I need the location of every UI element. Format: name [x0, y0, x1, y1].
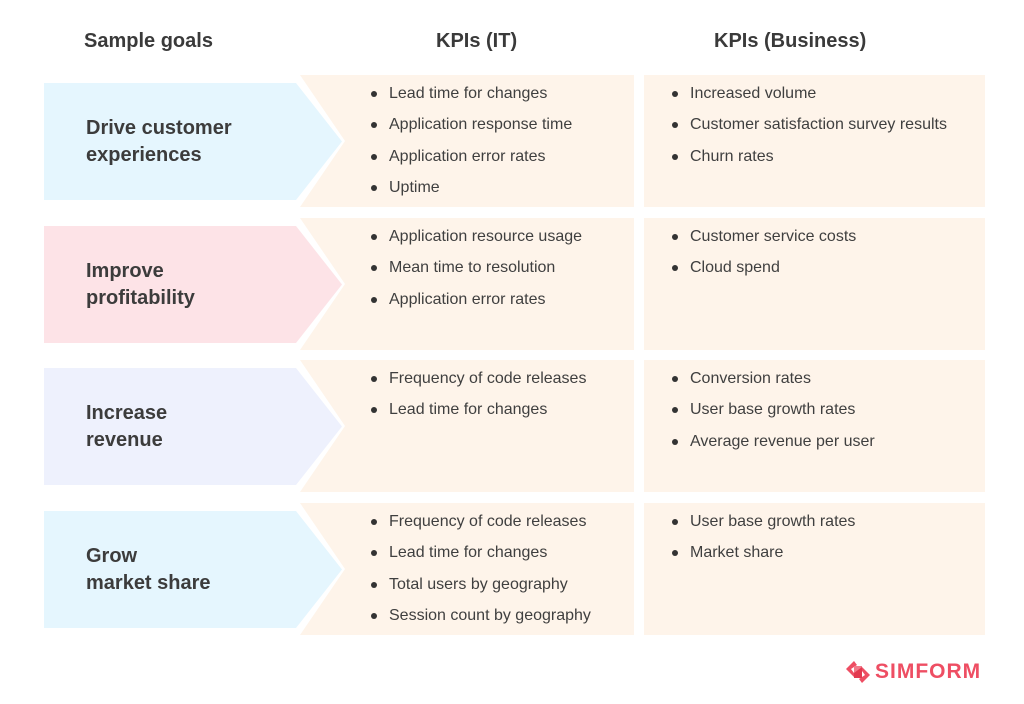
goal-label-line1: Drive customer	[86, 116, 232, 139]
goal-label-line1: Increase	[86, 401, 168, 424]
simform-logo-text: SIMFORM	[875, 660, 982, 683]
simform-logo-icon	[846, 661, 870, 683]
kpi-it-item: Application error rates	[371, 147, 572, 178]
kpi-it-item: Application resource usage	[371, 227, 582, 258]
goal-label-line2: profitability	[86, 286, 195, 309]
kpi-it-item: Lead time for changes	[371, 84, 572, 115]
goal-chevron: Increase revenue	[44, 368, 344, 485]
column-header-kpis-it: KPIs (IT)	[436, 30, 518, 52]
kpi-it-background	[300, 218, 634, 350]
kpi-business-item: Market share	[672, 543, 855, 574]
kpi-it-item: Application response time	[371, 115, 572, 146]
goal-label: Increase revenue	[86, 368, 167, 485]
kpi-it-background	[300, 360, 634, 492]
chevron-shape	[44, 368, 342, 485]
kpi-business-item: Cloud spend	[672, 258, 856, 289]
kpi-it-item: Frequency of code releases	[371, 369, 586, 400]
goal-label: Grow market share	[86, 511, 211, 628]
chevron-shape	[44, 83, 342, 200]
kpi-it-background	[300, 75, 634, 207]
goal-label-line2: market share	[86, 571, 211, 594]
kpi-business-item: User base growth rates	[672, 400, 875, 431]
kpi-business-item: Conversion rates	[672, 369, 875, 400]
kpi-business-item: Customer satisfaction survey results	[672, 115, 947, 146]
kpi-it-item: Mean time to resolution	[371, 258, 582, 289]
goal-chevron: Improve profitability	[44, 226, 344, 343]
column-header-sample-goals: Sample goals	[84, 30, 213, 52]
kpi-business-item: User base growth rates	[672, 512, 855, 543]
kpi-business-item: Increased volume	[672, 84, 947, 115]
kpi-business-item: Churn rates	[672, 147, 947, 178]
goal-label: Improve profitability	[86, 226, 195, 343]
kpi-it-item: Total users by geography	[371, 575, 591, 606]
kpi-it-background	[300, 503, 634, 635]
goal-label: Drive customer experiences	[86, 83, 232, 200]
goal-label-line2: revenue	[86, 428, 163, 451]
goal-chevron: Grow market share	[44, 511, 344, 628]
kpi-it-item: Lead time for changes	[371, 543, 591, 574]
kpi-it-item: Application error rates	[371, 290, 582, 321]
goal-label-line1: Improve	[86, 259, 164, 282]
simform-logo: SIMFORM	[845, 659, 981, 685]
kpi-it-item: Uptime	[371, 178, 572, 209]
kpi-business-item: Average revenue per user	[672, 432, 875, 463]
goal-chevron: Drive customer experiences	[44, 83, 344, 200]
chevron-shape	[44, 226, 342, 343]
kpi-it-item: Frequency of code releases	[371, 512, 591, 543]
column-header-kpis-business: KPIs (Business)	[714, 30, 867, 52]
kpi-business-item: Customer service costs	[672, 227, 856, 258]
chevron-shape	[44, 511, 342, 628]
kpi-it-item: Session count by geography	[371, 606, 591, 637]
goal-label-line1: Grow	[86, 544, 138, 567]
kpi-it-item: Lead time for changes	[371, 400, 586, 431]
goal-label-line2: experiences	[86, 143, 202, 166]
